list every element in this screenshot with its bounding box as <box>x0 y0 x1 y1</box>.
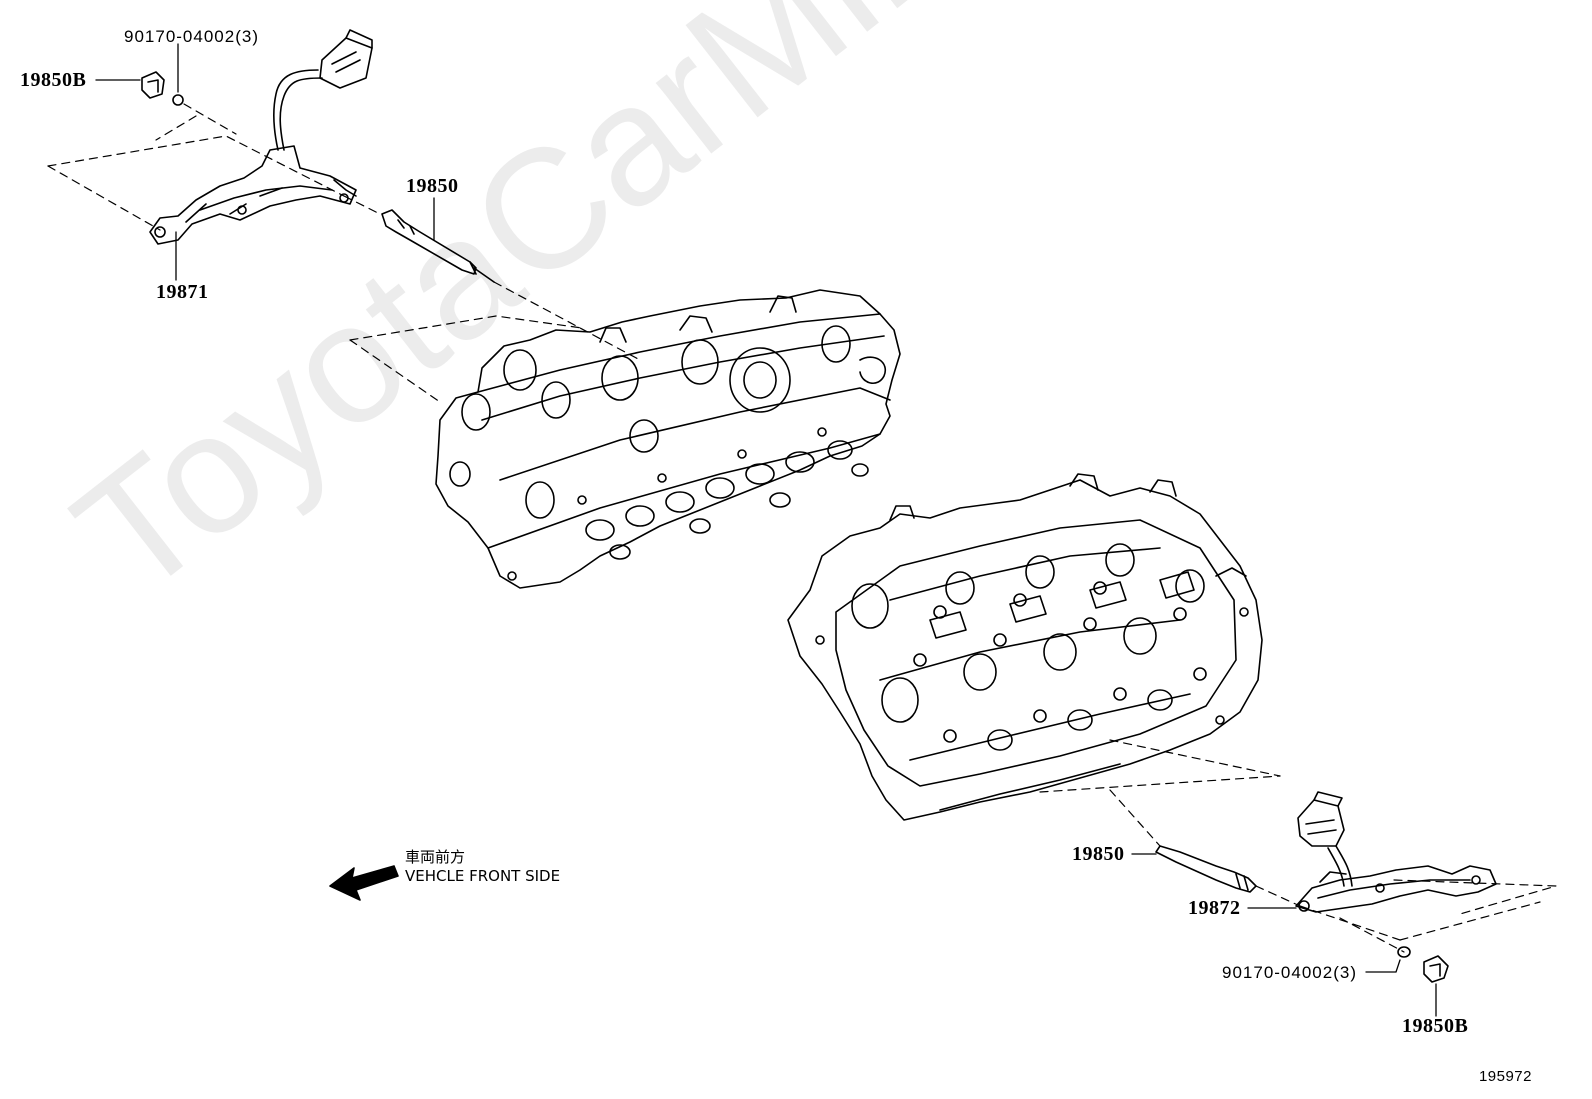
phantom-lines-top <box>47 103 641 403</box>
label-connector-top: 19871 <box>156 281 209 303</box>
glow-plug-connector-bottom <box>1295 791 1497 913</box>
label-bolt-top: 19850B <box>20 69 87 91</box>
glow-plug-top <box>381 209 495 283</box>
cylinder-head-upper <box>435 289 901 589</box>
label-glow-plug-top: 19850 <box>406 175 459 197</box>
label-glow-plug-bottom: 19850 <box>1072 843 1125 865</box>
label-bolt-bottom: 19850B <box>1402 1015 1469 1037</box>
label-washer-top: 90170-04002(3) <box>124 27 259 46</box>
diagram-id: 195972 <box>1478 1068 1532 1085</box>
leader-lines-bottom <box>1131 853 1437 1017</box>
front-arrow-icon <box>329 865 399 901</box>
label-washer-bottom: 90170-04002(3) <box>1222 963 1357 982</box>
washer-top <box>172 94 184 106</box>
bolt-top <box>141 71 165 99</box>
label-connector-bottom: 19872 <box>1188 897 1241 919</box>
glow-plug-bottom <box>1155 845 1257 893</box>
front-side-label: 車両前方 VEHCLE FRONT SIDE <box>405 848 560 886</box>
bolt-bottom <box>1423 955 1449 983</box>
cylinder-head-lower <box>787 473 1263 821</box>
front-side-english: VEHCLE FRONT SIDE <box>405 867 561 885</box>
glow-plug-connector-top <box>149 29 373 245</box>
leader-lines-top <box>95 43 435 281</box>
front-side-japanese: 車両前方 <box>405 848 466 866</box>
washer-bottom <box>1397 946 1411 958</box>
